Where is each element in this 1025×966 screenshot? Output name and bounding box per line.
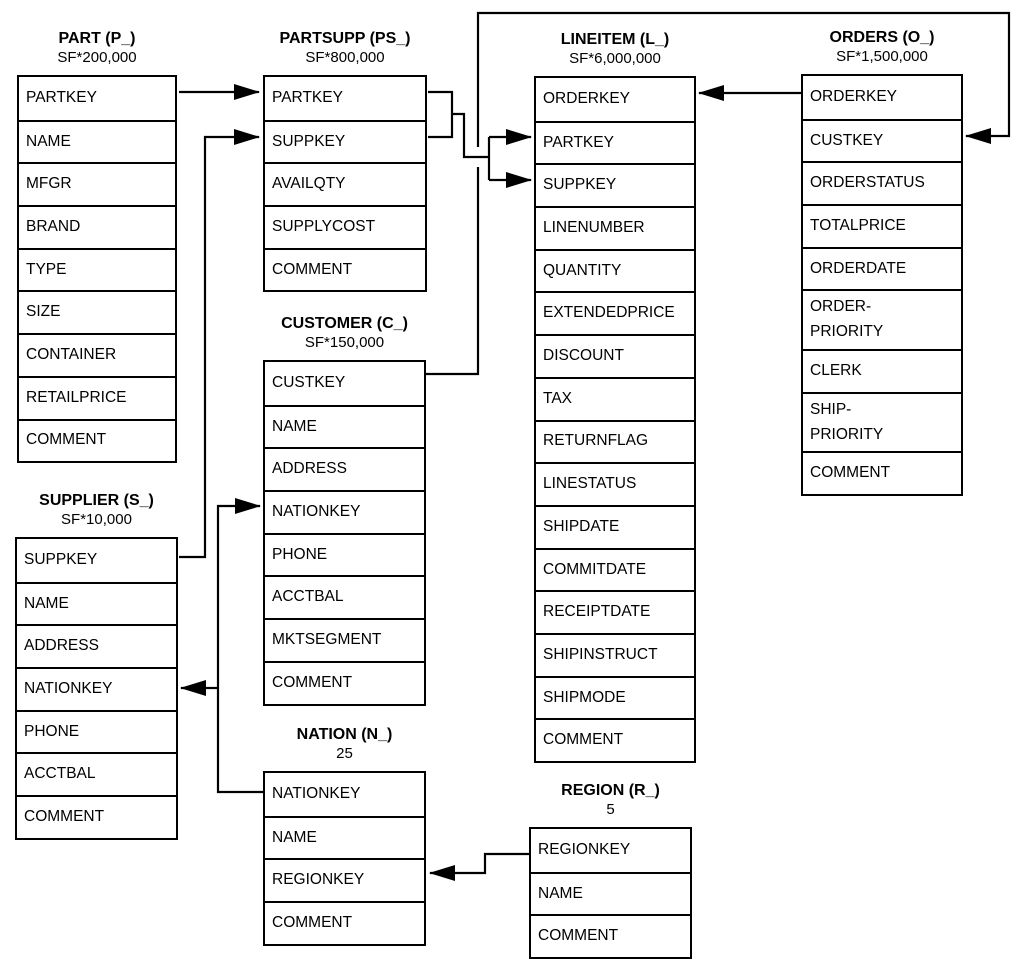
field-row: TYPE bbox=[19, 247, 175, 291]
field-row: TOTALPRICE bbox=[803, 204, 961, 247]
field-row: MKTSEGMENT bbox=[265, 618, 424, 661]
field-row: ORDERKEY bbox=[810, 87, 897, 105]
field-row: NATIONKEY bbox=[17, 667, 176, 710]
field-row: COMMENT bbox=[19, 418, 175, 462]
field-row: AVAILQTY bbox=[265, 162, 425, 205]
field-row: CUSTKEY bbox=[272, 373, 346, 391]
field-row: NATIONKEY bbox=[265, 490, 424, 533]
field-row: COMMENT bbox=[531, 914, 690, 957]
field-row: EXTENDEDPRICE bbox=[536, 291, 694, 334]
customer-title: CUSTOMER (C_) bbox=[281, 315, 408, 332]
lineitem-title: LINEITEM (L_) bbox=[560, 31, 670, 48]
field-row: TAX bbox=[536, 376, 694, 420]
table-orders: ORDERS (O_) SF*1,500,000 ORDERKEY CUSTKEY… bbox=[801, 28, 963, 496]
field-row: PHONE bbox=[17, 709, 176, 753]
supplier-cardinality: SF*10,000 bbox=[61, 511, 132, 528]
fk-supplier-partsupp-suppkey bbox=[179, 129, 260, 559]
fk-customer-orders-custkey-lower bbox=[424, 167, 480, 376]
fk-region-nation-regionkey bbox=[429, 852, 529, 881]
table-lineitem: LINEITEM (L_) SF*6,000,000 ORDERKEY PARTK… bbox=[534, 30, 696, 763]
field-row: COMMENT bbox=[803, 451, 961, 494]
field-row: QUANTITY bbox=[536, 248, 694, 292]
supplier-title: SUPPLIER (S_) bbox=[39, 492, 154, 509]
field-row: ADDRESS bbox=[265, 447, 424, 490]
lineitem-cardinality: SF*6,000,000 bbox=[569, 50, 661, 67]
field-row: SHIPDATE bbox=[536, 504, 694, 548]
orders-cardinality: SF*1,500,000 bbox=[836, 48, 928, 65]
field-row: REGIONKEY bbox=[265, 858, 424, 901]
field-row: SHIPINSTRUCT bbox=[536, 632, 694, 676]
orders-title: ORDERS (O_) bbox=[829, 29, 935, 46]
field-row: ORDERKEY bbox=[543, 89, 630, 107]
field-row: ACCTBAL bbox=[17, 752, 176, 795]
field-row: SUPPKEY bbox=[536, 163, 694, 206]
field-row: NAME bbox=[531, 871, 690, 915]
field-row: CONTAINER bbox=[19, 333, 175, 376]
region-cardinality: 5 bbox=[606, 801, 615, 818]
field-row: SIZE bbox=[19, 290, 175, 333]
field-row: PARTKEY bbox=[26, 88, 97, 106]
field-row: SHIP- PRIORITY bbox=[803, 391, 961, 452]
field-row: COMMENT bbox=[536, 718, 694, 761]
partsupp-lineitem-zigzag bbox=[452, 112, 489, 159]
field-row: MFGR bbox=[19, 162, 175, 205]
field-row: ORDER- PRIORITY bbox=[803, 289, 961, 349]
field-row: COMMENT bbox=[265, 247, 425, 291]
partsupp-bracket bbox=[428, 90, 454, 139]
field-row: COMMENT bbox=[17, 795, 176, 838]
field-row: SUPPKEY bbox=[24, 550, 98, 568]
field-row: LINESTATUS bbox=[536, 462, 694, 505]
field-row: DISCOUNT bbox=[536, 334, 694, 377]
field-row: PARTKEY bbox=[536, 120, 694, 164]
field-row: NAME bbox=[19, 119, 175, 163]
nation-cardinality: 25 bbox=[336, 745, 353, 762]
field-row: RETURNFLAG bbox=[536, 419, 694, 463]
field-row: COMMITDATE bbox=[536, 547, 694, 591]
field-row: COMMENT bbox=[265, 901, 424, 944]
field-row: ACCTBAL bbox=[265, 575, 424, 618]
field-row: NATIONKEY bbox=[272, 784, 361, 802]
field-row: RECEIPTDATE bbox=[536, 590, 694, 633]
partsupp-title: PARTSUPP (PS_) bbox=[279, 30, 411, 47]
table-partsupp: PARTSUPP (PS_) SF*800,000 PARTKEY SUPPKEY… bbox=[263, 29, 427, 293]
field-row: PHONE bbox=[265, 532, 424, 576]
field-row: CUSTKEY bbox=[803, 118, 961, 162]
part-title: PART (P_) bbox=[58, 30, 136, 47]
field-row: SUPPKEY bbox=[265, 119, 425, 163]
field-row: PARTKEY bbox=[272, 88, 343, 106]
field-row: ORDERSTATUS bbox=[803, 161, 961, 204]
field-row: SHIPMODE bbox=[536, 675, 694, 719]
field-row: NAME bbox=[265, 404, 424, 448]
field-row: CLERK bbox=[803, 349, 961, 392]
field-row: BRAND bbox=[19, 205, 175, 248]
field-row: NAME bbox=[17, 581, 176, 625]
fk-nation-customer-nationkey bbox=[216, 498, 263, 794]
field-row: COMMENT bbox=[265, 660, 424, 704]
part-cardinality: SF*200,000 bbox=[57, 49, 137, 66]
partsupp-cardinality: SF*800,000 bbox=[305, 49, 385, 66]
field-row: LINENUMBER bbox=[536, 206, 694, 249]
field-row: ADDRESS bbox=[17, 624, 176, 667]
field-row: ORDERDATE bbox=[803, 246, 961, 290]
field-row: SUPPLYCOST bbox=[265, 205, 425, 248]
field-row: REGIONKEY bbox=[538, 840, 631, 858]
region-title: REGION (R_) bbox=[561, 782, 660, 799]
field-row: RETAILPRICE bbox=[19, 375, 175, 419]
customer-cardinality: SF*150,000 bbox=[304, 334, 385, 351]
field-row: NAME bbox=[265, 815, 424, 859]
nation-title: NATION (N_) bbox=[296, 726, 393, 743]
